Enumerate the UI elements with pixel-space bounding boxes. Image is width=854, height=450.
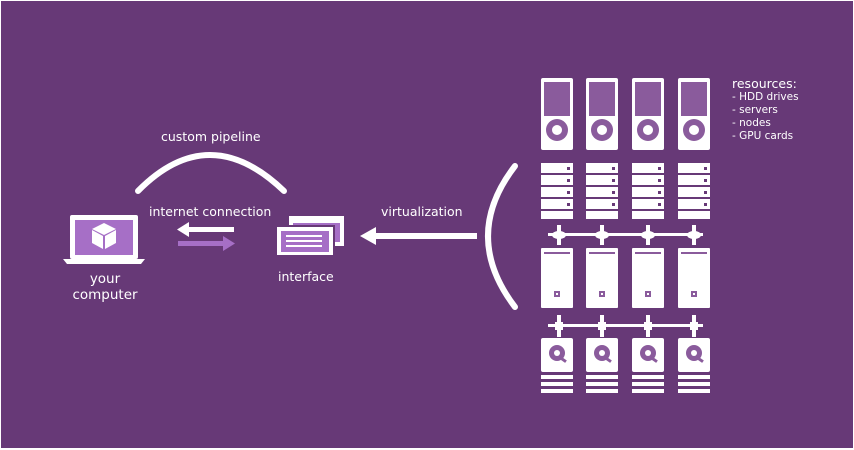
gpu-card-icon: [632, 78, 664, 150]
your-computer-label-line: computer: [72, 287, 138, 303]
network-buses: [548, 233, 703, 327]
bus-connector-icon: [595, 225, 609, 245]
server-rack-icon: [632, 163, 664, 219]
server-rack-icon: [678, 163, 710, 219]
resources-item: - HDD drives: [732, 91, 799, 103]
interface-windows-icon: [275, 216, 344, 257]
your-computer-label-line: your: [89, 271, 121, 287]
gpu-card-icon: [586, 78, 618, 150]
gpu-card-icon: [678, 78, 710, 150]
cube-icon: [92, 223, 116, 249]
bus-connector-icon: [644, 315, 652, 337]
interface-label: interface: [278, 269, 334, 284]
resources-item: - nodes: [732, 117, 771, 129]
node-tower-icon: [632, 248, 664, 308]
bus-connector-icon: [555, 315, 563, 337]
hdd-drive-icon: [678, 338, 710, 393]
node-tower-icon: [541, 248, 573, 308]
resources-heading: resources:: [732, 76, 797, 91]
hdd-drive-icon: [632, 338, 664, 393]
resources-item: - GPU cards: [732, 130, 794, 142]
bus-connector-icon: [552, 225, 566, 245]
hdd-drive-icon: [586, 338, 618, 393]
hdd-drive-icon: [541, 338, 573, 393]
virtualization-arrow: [360, 227, 477, 245]
server-rack-icon: [541, 163, 573, 219]
node-tower-icon: [678, 248, 710, 308]
resources-list: resources: - HDD drives - servers - node…: [732, 76, 799, 143]
resources-bracket: [485, 163, 518, 310]
node-tower-icon: [586, 248, 618, 308]
bus-connector-icon: [641, 225, 655, 245]
bus-connector-icon: [690, 315, 698, 337]
internet-connection-label: internet connection: [149, 204, 272, 219]
resources-item: - servers: [732, 104, 778, 116]
connection-arrows: [177, 222, 235, 251]
laptop-icon: [63, 215, 145, 264]
bus-connector-icon: [598, 315, 606, 337]
pipeline-arc: [135, 152, 287, 194]
virtualization-label: virtualization: [381, 204, 463, 219]
your-computer-label: your computer: [65, 271, 145, 303]
custom-pipeline-label: custom pipeline: [161, 129, 261, 144]
gpu-card-icon: [541, 78, 573, 150]
bus-connector-icon: [687, 225, 701, 245]
server-rack-icon: [586, 163, 618, 219]
